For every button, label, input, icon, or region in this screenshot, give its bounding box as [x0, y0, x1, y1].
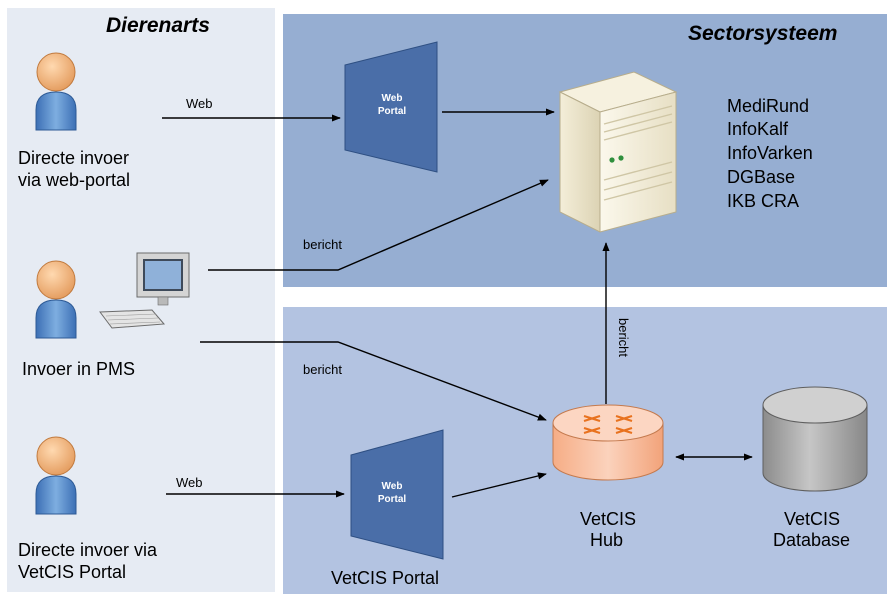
web-portal-top-line2: Portal: [377, 106, 407, 117]
person-icon: [35, 52, 77, 131]
sector-system-item: MediRund: [727, 96, 810, 116]
bericht-vertical-label: bericht: [616, 318, 631, 358]
database-icon: [762, 386, 868, 492]
web-top-label: Web: [186, 96, 213, 111]
pms-user-label: Invoer in PMS: [22, 359, 136, 379]
vetcis-portal-to-hub-arrow: [451, 472, 547, 498]
web-portal-bottom: [350, 429, 444, 560]
bericht-top-label: bericht: [303, 237, 343, 252]
pms-to-server-arrow: [208, 179, 549, 271]
web-portal-user-label-line1: Directe invoer: [18, 148, 130, 168]
web-portal-top: [344, 41, 438, 173]
server-icon: [558, 71, 678, 233]
vetcis-portal-user-label-line1: Directe invoer via: [18, 540, 158, 560]
router-icon: [552, 404, 664, 481]
web-portal-bottom-line2: Portal: [377, 494, 407, 505]
dierenarts-title: Dierenarts: [106, 14, 210, 37]
database-label-line2: Database: [773, 530, 851, 550]
sector-system-item: InfoVarken: [727, 143, 813, 163]
web-portal-bottom-line1: Web: [381, 481, 403, 492]
person-icon: [35, 436, 77, 515]
computer-icon: [99, 252, 190, 329]
web-portal-bottom-label: Web Portal: [355, 480, 429, 506]
web-portal-top-line1: Web: [381, 93, 403, 104]
person-icon: [35, 260, 77, 339]
hub-label-line2: Hub: [590, 530, 624, 550]
sectorsysteem-title: Sectorsysteem: [688, 22, 838, 45]
database-label-line1: VetCIS: [784, 509, 841, 529]
web-portal-user-label-line2: via web-portal: [18, 170, 131, 190]
pms-to-hub-arrow: [200, 341, 547, 421]
web-portal-top-label: Web Portal: [355, 92, 429, 118]
sector-system-item: DGBase: [727, 167, 796, 187]
bericht-mid-label: bericht: [303, 362, 343, 377]
vetcis-portal-caption: VetCIS Portal: [331, 568, 440, 588]
hub-label-line1: VetCIS: [580, 509, 637, 529]
web-bottom-label: Web: [176, 475, 203, 490]
sector-system-item: IKB CRA: [727, 191, 800, 211]
vetcis-portal-user-label-line2: VetCIS Portal: [18, 562, 127, 582]
sector-system-item: InfoKalf: [727, 119, 789, 139]
